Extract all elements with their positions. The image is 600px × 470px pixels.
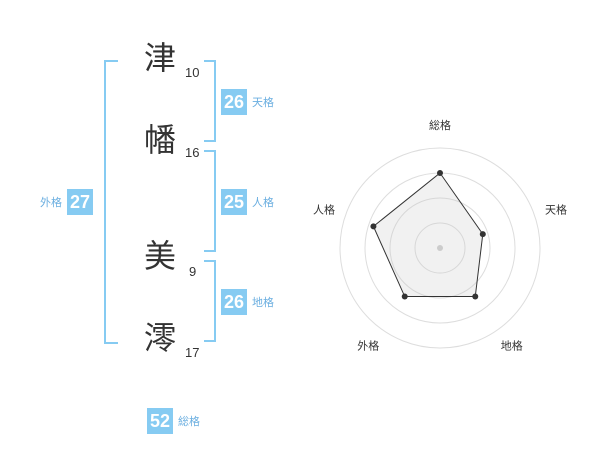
stroke-count-3: 9 bbox=[189, 264, 197, 279]
radar-point-2 bbox=[479, 231, 486, 238]
name-char-1: 津 bbox=[143, 39, 176, 77]
tenkaku-value: 26 bbox=[221, 89, 247, 115]
gaikaku-badge: 27 外格 bbox=[40, 189, 93, 215]
chikaku-value: 26 bbox=[221, 289, 247, 315]
radar-polygon bbox=[372, 172, 484, 298]
gaikaku-label: 外格 bbox=[40, 196, 62, 209]
soukaku-badge: 52 総格 bbox=[147, 408, 200, 434]
chikaku-badge: 26 地格 bbox=[221, 289, 274, 315]
name-char-4: 澪 bbox=[143, 319, 176, 357]
tenkaku-label: 天格 bbox=[252, 96, 274, 109]
stroke-count-4: 17 bbox=[185, 345, 200, 360]
radar-point-5 bbox=[370, 223, 377, 230]
radar-axis-label-4: 外格 bbox=[357, 339, 379, 353]
radar-center bbox=[437, 245, 443, 251]
soukaku-label: 総格 bbox=[178, 415, 200, 428]
gaikaku-value: 27 bbox=[67, 189, 93, 215]
radar-ring-1 bbox=[414, 222, 466, 274]
radar-ring-2 bbox=[389, 197, 491, 299]
tenkaku-bracket bbox=[204, 60, 216, 142]
stroke-count-1: 10 bbox=[185, 65, 200, 80]
radar-axis-label-1: 総格 bbox=[429, 118, 451, 132]
radar-axis-label-2: 天格 bbox=[545, 202, 567, 216]
jinkaku-label: 人格 bbox=[252, 196, 274, 209]
radar-ring-4 bbox=[339, 147, 541, 349]
name-char-2: 幡 bbox=[143, 121, 176, 159]
jinkaku-value: 25 bbox=[221, 189, 247, 215]
jinkaku-bracket bbox=[204, 150, 216, 252]
name-char-3: 美 bbox=[143, 237, 176, 275]
jinkaku-badge: 25 人格 bbox=[221, 189, 274, 215]
radar-axis-label-5: 人格 bbox=[313, 202, 335, 216]
stroke-count-2: 16 bbox=[185, 145, 200, 160]
radar-point-1 bbox=[437, 170, 443, 176]
soukaku-value: 52 bbox=[147, 408, 173, 434]
gaikaku-bracket bbox=[104, 60, 118, 344]
chikaku-bracket bbox=[204, 260, 216, 342]
radar-point-3 bbox=[472, 293, 479, 300]
tenkaku-badge: 26 天格 bbox=[221, 89, 274, 115]
chikaku-label: 地格 bbox=[252, 296, 274, 309]
radar-axis-label-3: 地格 bbox=[501, 339, 523, 353]
radar-point-4 bbox=[401, 293, 408, 300]
